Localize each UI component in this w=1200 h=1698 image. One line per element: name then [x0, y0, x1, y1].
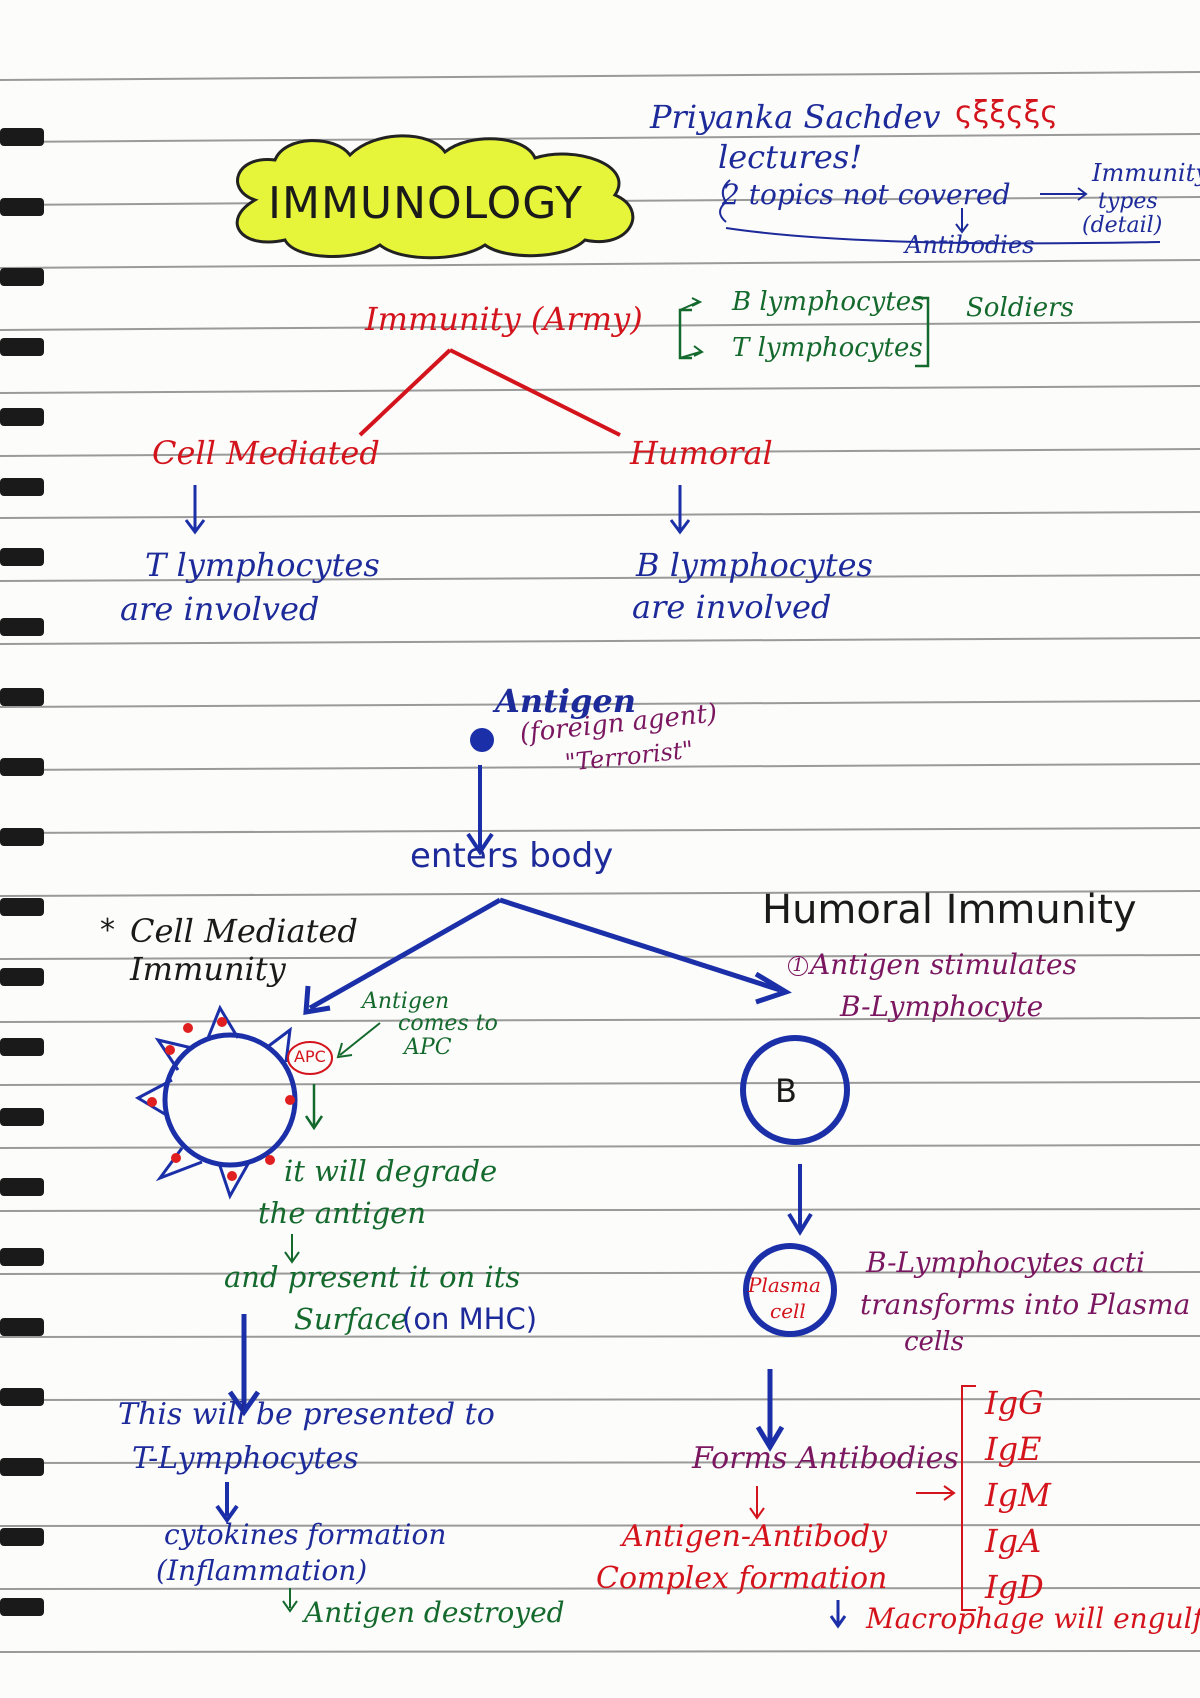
cm-step-antigen: the antigen	[258, 1196, 427, 1230]
cm-step-mhc: (on MHC)	[402, 1302, 538, 1336]
antibody-igm: IgM	[985, 1476, 1051, 1514]
right-arrow-icon	[916, 1485, 956, 1501]
down-arrow-icon	[282, 1588, 298, 1613]
cm-involved-line1: T lymphocytes	[145, 546, 380, 584]
antigen-label: Antigen	[495, 682, 637, 720]
page-title: IMMUNOLOGY	[268, 178, 584, 229]
transform-line2: transforms into Plasma	[860, 1288, 1191, 1321]
b-cell-label: B	[775, 1072, 797, 1110]
antibody-igg: IgG	[985, 1384, 1044, 1422]
down-arrow-icon	[787, 1164, 813, 1236]
apc-cell-diagram	[134, 1004, 333, 1200]
plasma-label-line1: Plasma	[748, 1273, 821, 1297]
enters-body-label: enters body	[410, 836, 614, 876]
cm-step-surface: Surface	[294, 1302, 408, 1336]
immunity-branch-lines	[358, 348, 621, 437]
forms-antibodies-label: Forms Antibodies	[692, 1441, 959, 1476]
split-arrows	[303, 897, 792, 1015]
plasma-label-line2: cell	[770, 1299, 806, 1323]
macrophage-label: Macrophage will engulf it	[866, 1602, 1200, 1635]
antigen-note-line1: Antigen	[362, 989, 450, 1014]
down-arrow-icon	[829, 1600, 847, 1629]
cm-heading-line1: Cell Mediated	[130, 912, 358, 950]
topic-immunity: Immunity	[1092, 159, 1200, 187]
humoral-step1-line2: B-Lymphocyte	[840, 990, 1044, 1023]
cell-mediated-label: Cell Mediated	[152, 434, 380, 472]
soldiers-label: Soldiers	[966, 293, 1074, 323]
cm-step-degrade: it will degrade	[284, 1154, 498, 1188]
topic-types: types	[1098, 189, 1158, 214]
cm-heading-line2: Immunity	[130, 950, 286, 988]
apc-label: APC	[294, 1047, 326, 1066]
topic-detail: (detail)	[1082, 213, 1163, 238]
antigen-dot	[470, 728, 494, 752]
transform-line1: B-Lymphocytes acti	[866, 1246, 1146, 1279]
antigen-note-line2: comes to	[398, 1011, 498, 1036]
topics-not-covered: 2 topics not covered	[722, 178, 1011, 211]
down-arrow-icon	[755, 1369, 785, 1452]
antibody-iga: IgA	[985, 1522, 1042, 1560]
topic-antibodies: Antibodies	[905, 231, 1035, 259]
hu-involved-line2: are involved	[632, 588, 832, 626]
b-lymphocytes-label: B lymphocytes	[732, 287, 925, 317]
title-cloud	[235, 134, 635, 260]
complex-line1: Antigen-Antibody	[622, 1519, 888, 1554]
cm-step-present: and present it on its	[224, 1260, 521, 1294]
immunity-army-label: Immunity (Army)	[365, 300, 643, 338]
spiral-binding	[0, 128, 44, 1616]
humoral-label: Humoral	[630, 434, 773, 472]
complex-line2: Complex formation	[596, 1561, 888, 1596]
author-line: Priyanka Sachdev	[650, 98, 941, 136]
down-arrow-icon	[184, 485, 206, 535]
humoral-heading: Humoral Immunity	[762, 887, 1137, 933]
down-arrow-icon	[466, 765, 494, 856]
antibody-bracket	[961, 1385, 976, 1611]
step-number-badge: 1	[788, 956, 808, 976]
star-icon: *	[100, 913, 115, 948]
antibody-ige: IgE	[985, 1430, 1042, 1468]
humoral-step1-line1: Antigen stimulates	[810, 948, 1077, 981]
antibody-igd: IgD	[985, 1568, 1044, 1606]
lymphocyte-bracket	[678, 296, 930, 368]
lectures-text: lectures!	[718, 138, 863, 176]
down-arrow-icon	[284, 1234, 300, 1264]
t-lymphocytes-label: T lymphocytes	[732, 333, 923, 363]
apc-pointer-arrow	[336, 1022, 381, 1059]
plasma-cell-circle	[743, 1243, 837, 1337]
down-arrow-icon	[215, 1482, 239, 1524]
down-arrow-icon	[227, 1314, 261, 1417]
cm-involved-line2: are involved	[120, 590, 320, 628]
hu-involved-line1: B lymphocytes	[636, 546, 873, 584]
topics-brackets	[719, 179, 1161, 245]
transform-line3: cells	[904, 1327, 964, 1357]
cytokines-line1: cytokines formation	[164, 1518, 447, 1551]
b-cell-circle	[740, 1035, 850, 1145]
antigen-destroyed-label: Antigen destroyed	[304, 1596, 565, 1629]
antigen-note-line3: APC	[404, 1035, 452, 1060]
down-arrow-icon	[669, 485, 691, 535]
cytokines-line2: (Inflammation)	[156, 1554, 368, 1587]
down-arrow-icon	[749, 1486, 765, 1520]
cm-presented-line1: This will be presented to	[118, 1397, 495, 1432]
cm-presented-line2: T-Lymphocytes	[132, 1441, 359, 1476]
squiggle-decoration: ςξξςξς	[955, 95, 1059, 130]
down-arrow-icon	[304, 1084, 324, 1131]
